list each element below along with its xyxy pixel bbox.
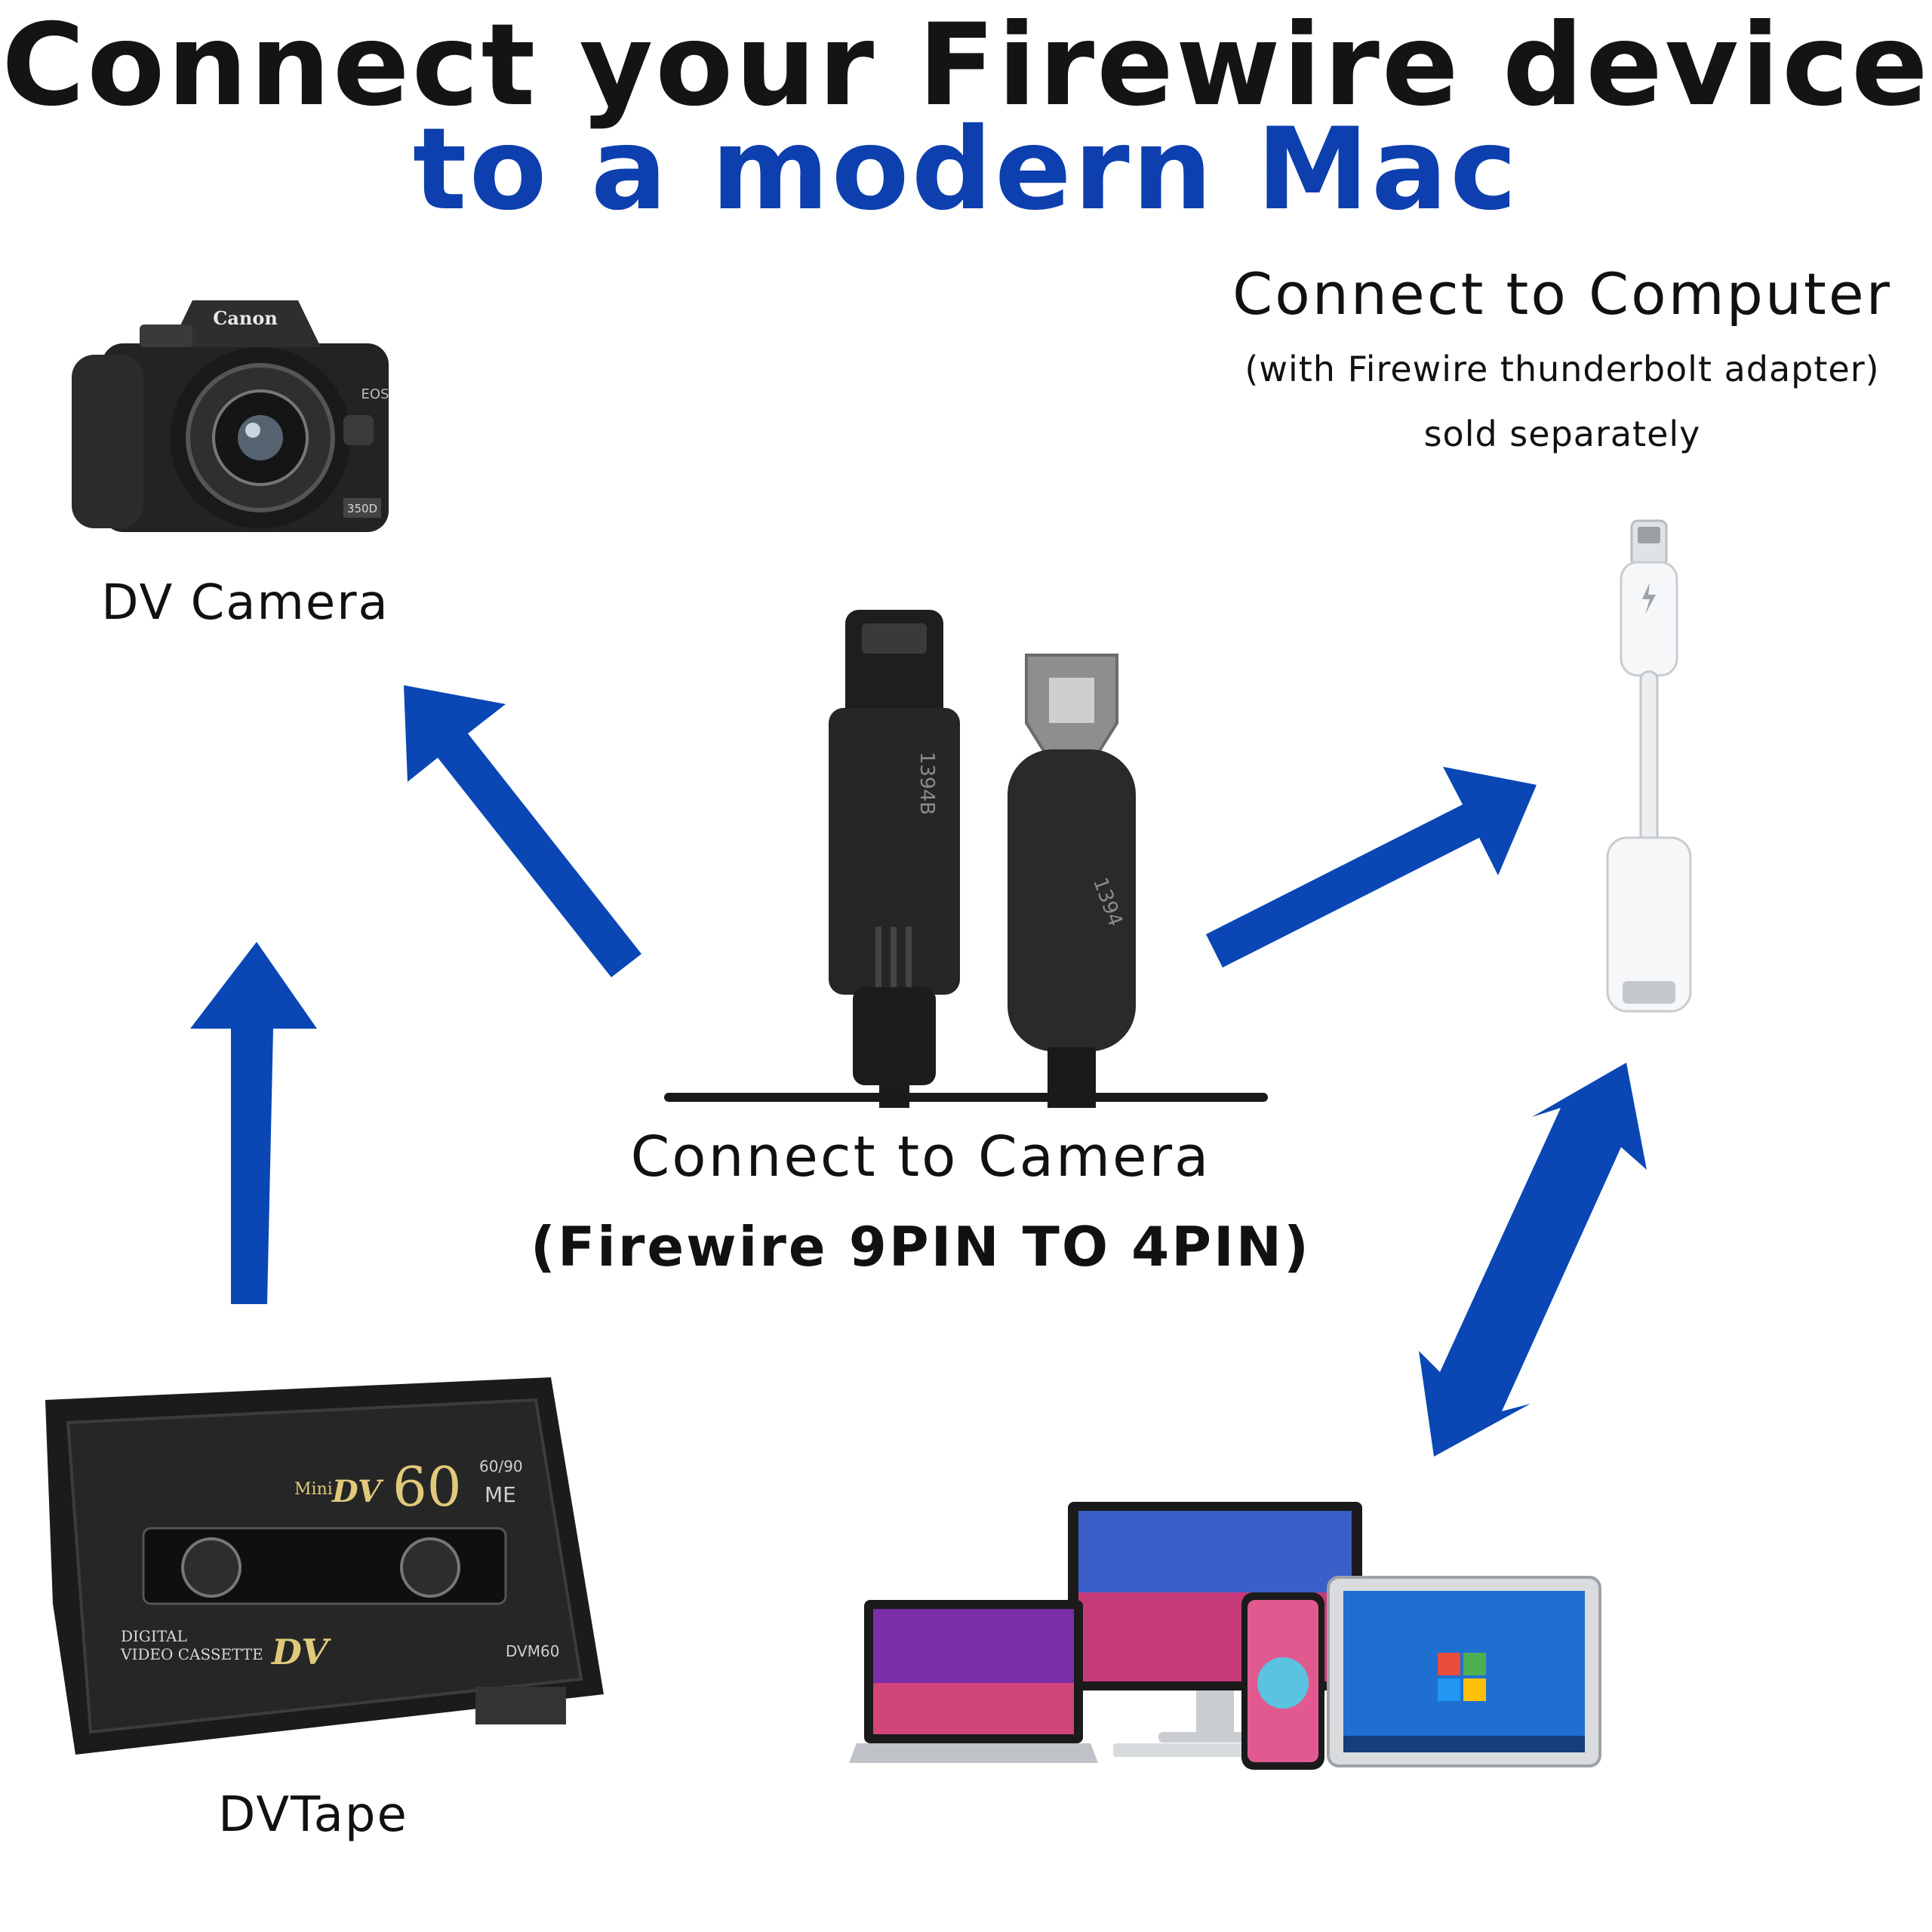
tape-minutes: 60 bbox=[392, 1455, 462, 1518]
tape-brand-small: Mini bbox=[294, 1480, 333, 1499]
arrow-icon bbox=[190, 942, 317, 1304]
arrow-icon bbox=[1419, 1063, 1647, 1457]
devices-icon bbox=[849, 1502, 1601, 1770]
page-title-line1: Connect your Firewire device bbox=[2, 0, 1930, 131]
cable-label: Connect to Camera bbox=[630, 1124, 1211, 1189]
plug-9pin-marking: 1394B bbox=[915, 752, 938, 815]
camera-label: DV Camera bbox=[101, 575, 389, 631]
thunderbolt-adapter-icon bbox=[1606, 519, 1692, 1013]
tape-label: DVTape bbox=[218, 1787, 408, 1843]
dv-camera-icon: Canon EOS 350D bbox=[72, 300, 389, 532]
cable-spec-label: (Firewire 9PIN TO 4PIN) bbox=[531, 1215, 1311, 1278]
page-title-line2: to a modern Mac bbox=[412, 104, 1520, 235]
arrow-icon bbox=[1206, 767, 1537, 968]
camera-model-text: 350D bbox=[347, 502, 377, 515]
tape-caption-line1: DIGITAL bbox=[121, 1627, 187, 1645]
computer-note-line1: (with Firewire thunderbolt adapter) bbox=[1244, 349, 1880, 389]
computer-label: Connect to Computer bbox=[1232, 260, 1892, 328]
firewire-cable-icon: 1394B 1394 bbox=[664, 610, 1268, 1108]
tape-caption-line2: VIDEO CASSETTE bbox=[120, 1645, 263, 1663]
tape-alt-minutes: 60/90 bbox=[479, 1457, 523, 1475]
tape-model: DVM60 bbox=[506, 1642, 559, 1660]
tape-grade: ME bbox=[485, 1482, 516, 1507]
camera-brand-text: Canon bbox=[213, 307, 278, 329]
arrow-icon bbox=[404, 685, 641, 977]
tape-brand-logo: DV bbox=[331, 1474, 384, 1509]
tape-caption-logo: DV bbox=[270, 1632, 331, 1672]
camera-series-text: EOS bbox=[361, 386, 389, 402]
dv-tape-icon: Mini DV 60 60/90 ME DIGITAL VIDEO CASSET… bbox=[45, 1377, 604, 1755]
computer-note-line2: sold separately bbox=[1423, 414, 1701, 454]
